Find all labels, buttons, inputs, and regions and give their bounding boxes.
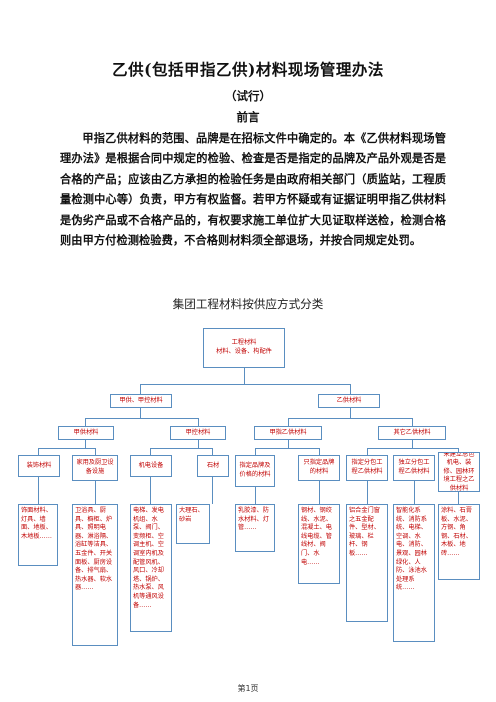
connector (244, 368, 245, 384)
chart-title: 集团工程材料按供应方式分类 (172, 297, 324, 311)
connector (367, 448, 458, 449)
detail-stone: 大理石、砂岩 (176, 504, 210, 544)
node-independent-subcontract: 独立分包工程乙供材料 (393, 455, 435, 481)
connector (38, 448, 39, 455)
connector (367, 481, 368, 504)
node-jia-gong: 甲供材料 (58, 426, 114, 440)
detail-decoration: 饰面材料、灯具、墙面、地板、木地板…… (18, 504, 58, 566)
connector (412, 440, 413, 448)
connector (350, 408, 351, 418)
connector (212, 448, 213, 455)
connector (95, 481, 96, 504)
connector (150, 448, 151, 455)
connector (140, 384, 350, 385)
detail-no-general-contract: 涂料、石膏板、水泥、方钢、角钢、石材、木板、地砖…… (438, 504, 480, 580)
detail-specified-brand: 钢材、钢绞线、水泥、混凝土、电线电缆、管线材、阀门、水电…… (298, 504, 340, 584)
connector (85, 418, 86, 426)
connector (212, 477, 213, 504)
node-jia-zhi-yi-gong: 甲指乙供材料 (254, 426, 322, 440)
connector (458, 492, 459, 504)
document-subtitle: （试行） (225, 89, 271, 103)
node-yi-gong: 乙供材料 (318, 394, 380, 408)
connector (140, 384, 141, 394)
connector (288, 418, 412, 419)
node-qi-ta-yi-gong: 其它乙供材料 (378, 426, 446, 440)
document-title: 乙供(包括甲指乙供)材料现场管理办法 (112, 60, 384, 79)
node-jia-kong: 甲控材料 (170, 426, 226, 440)
connector (414, 481, 415, 504)
connector (198, 440, 199, 448)
node-household-kitchen-bath: 家用及厨卫设备设施 (72, 455, 118, 481)
node-decoration-materials: 装饰材料 (18, 455, 60, 477)
connector (150, 477, 151, 504)
connector (319, 481, 320, 504)
connector (350, 384, 351, 394)
connector (198, 418, 199, 426)
connector (150, 448, 212, 449)
connector (367, 448, 368, 455)
node-no-general-contract: 未建立总包机电、装修、园林环境工程之乙供材料 (438, 452, 480, 492)
connector (288, 418, 289, 426)
node-specified-brand-price: 指定品牌及价格的材料 (235, 455, 275, 487)
connector (95, 448, 96, 455)
detail-specified-subcontract: 铝合金门窗之五金配件、型材、玻璃、栏杆、钢板…… (346, 504, 388, 622)
connector (458, 448, 459, 455)
connector (38, 448, 95, 449)
connector (140, 408, 141, 418)
detail-household: 卫浴具、厨具、橱柜、炉具、照明电器、淋浴隔、浴缸等洁具、五金件、开关面板、厨房设… (72, 504, 118, 646)
connector (85, 440, 86, 448)
node-jia-gong-jia-kong: 甲供、甲控材料 (110, 394, 172, 408)
connector (288, 440, 289, 448)
node-stone: 石材 (197, 455, 229, 477)
page-number: 第1页 (237, 684, 259, 693)
preface-paragraph: 甲指乙供材料的范围、品牌是在招标文件中确定的。本《乙供材料现场管理办法》是根据合… (60, 131, 446, 248)
connector (319, 448, 320, 455)
detail-specified-brand-price: 乳胶漆、防水材料、灯管…… (235, 504, 275, 552)
root-node: 工程材料 材料、设备、构配件 (203, 328, 285, 368)
connector (255, 448, 256, 455)
connector (255, 487, 256, 504)
preface-heading: 前言 (236, 110, 260, 124)
connector (85, 418, 198, 419)
detail-mechanical: 电梯、发电机组、水泵、阀门、变频柜、空调主机、空调室内机及配管风机、风口、冷却塔… (130, 504, 172, 632)
node-mechanical-equipment: 机电设备 (130, 455, 172, 477)
connector (255, 448, 319, 449)
connector (412, 418, 413, 426)
node-specified-brand: 只指定品牌的材料 (298, 455, 340, 481)
detail-independent-subcontract: 智能化系统、消防系统、电梯、空调、水电、消防、景观、园林绿化、人防、泳池水处理系… (393, 504, 435, 642)
connector (38, 477, 39, 504)
node-specified-subcontract: 指定分包工程乙供材料 (346, 455, 388, 481)
